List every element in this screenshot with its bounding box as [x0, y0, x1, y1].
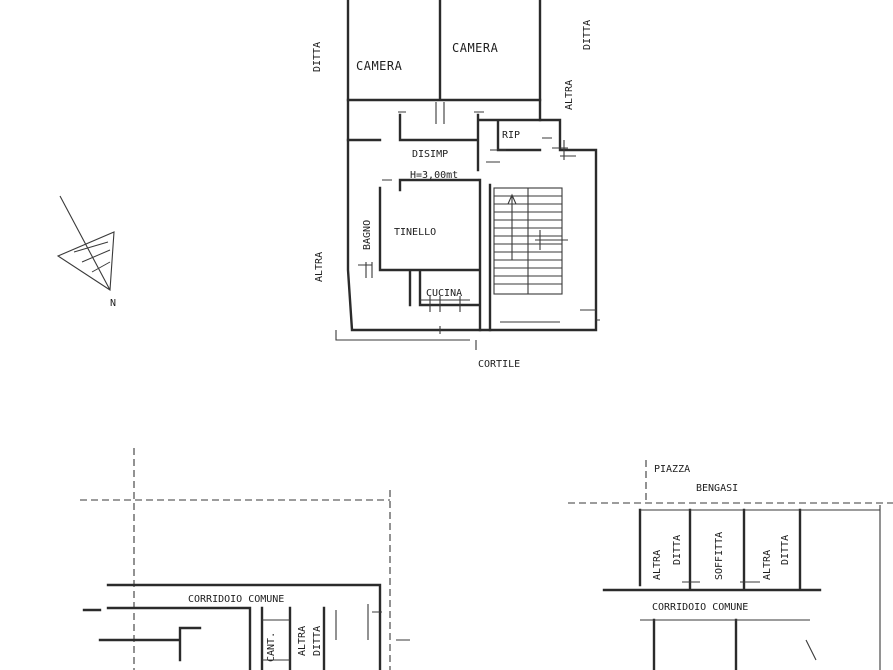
apartment-outer-wall — [346, 0, 598, 332]
camera-left-label: CAMERA — [356, 59, 403, 73]
corridor-right-label: CORRIDOIO COMUNE — [652, 602, 748, 613]
ditta-1-label: DITTA — [672, 535, 683, 565]
corridor-left-label: CORRIDOIO COMUNE — [188, 594, 284, 605]
disimp-label: DISIMP — [412, 149, 448, 160]
cortile-label: CORTILE — [478, 359, 520, 370]
bengasi-label: BENGASI — [696, 483, 738, 494]
altra-1-label: ALTRA — [652, 550, 663, 580]
north-label: N — [110, 298, 116, 309]
staircase — [493, 187, 568, 295]
door-jambs — [358, 102, 576, 312]
altra-left-label: ALTRA — [314, 252, 325, 282]
bagno-label: BAGNO — [362, 220, 373, 250]
ditta-ll-label: DITTA — [312, 626, 323, 656]
lower-left-plan: CORRIDOIO COMUNE CANT. ALTRA DITTA — [80, 448, 410, 670]
rip-label: RIP — [502, 130, 520, 141]
cant-label: CANT. — [266, 632, 277, 662]
north-arrow-icon: N — [56, 195, 116, 309]
camera-walls — [346, 0, 542, 102]
lower-room-walls — [346, 138, 492, 332]
boundary-fragments — [335, 309, 600, 350]
tinello-label: TINELLO — [394, 227, 436, 238]
lower-right-plan: PIAZZA BENGASI ALTRA DITTA SOFFITTA ALTR… — [568, 460, 893, 670]
camera-right-label: CAMERA — [452, 41, 499, 55]
altra-2-label: ALTRA — [762, 550, 773, 580]
cucina-label: CUCINA — [426, 288, 462, 299]
ditta-left-label: DITTA — [312, 42, 323, 72]
ditta-2-label: DITTA — [780, 535, 791, 565]
altra-right-label: ALTRA — [564, 80, 575, 110]
apartment-plan: CAMERA CAMERA RIP DISIMP H=3,00mt BAGNO … — [312, 0, 600, 370]
altra-ll-label: ALTRA — [297, 626, 308, 656]
piazza-label: PIAZZA — [654, 464, 690, 475]
height-note: H=3,00mt — [410, 170, 458, 181]
ditta-right-label: DITTA — [582, 20, 593, 50]
soffitta-label: SOFFITTA — [714, 532, 725, 580]
